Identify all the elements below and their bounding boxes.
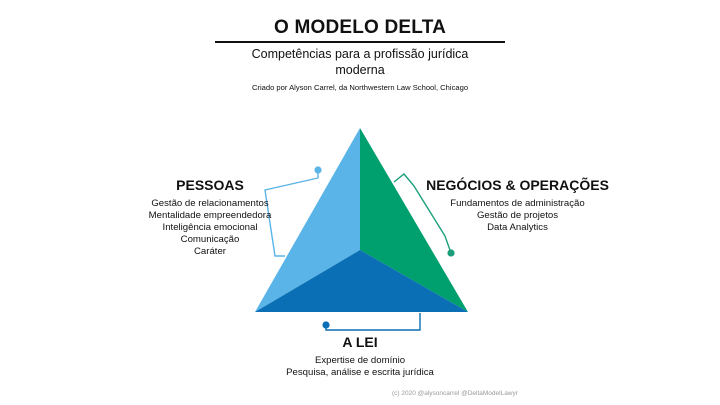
law-section-title: A LEI xyxy=(342,334,378,350)
business-item: Fundamentos de administração xyxy=(450,198,585,209)
business-connector-dot xyxy=(447,249,455,257)
law-facet xyxy=(255,250,468,312)
people-item: Mentalidade empreendedora xyxy=(148,210,272,221)
business-item: Gestão de projetos xyxy=(476,210,559,221)
people-section-title: PESSOAS xyxy=(176,177,244,193)
title-underline xyxy=(215,41,505,43)
diagram-subtitle: Competências para a profissão jurídica m… xyxy=(251,47,469,77)
credit-line: Criado por Alyson Carrel, da Northwester… xyxy=(251,83,469,92)
people-competency-list: Gestão de relacionamentos Mentalidade em… xyxy=(125,198,295,258)
business-connector-line xyxy=(393,173,452,254)
diagram-title: O MODELO DELTA xyxy=(273,17,447,38)
people-item: Caráter xyxy=(194,246,226,257)
law-item: Pesquisa, análise e escrita jurídica xyxy=(286,367,434,378)
law-connector-line xyxy=(325,313,421,331)
law-item: Expertise de domínio xyxy=(314,355,406,366)
business-section-title: NEGÓCIOS & OPERAÇÕES xyxy=(426,177,609,193)
business-competency-list: Fundamentos de administração Gestão de p… xyxy=(420,198,615,234)
law-competency-list: Expertise de domínio Pesquisa, análise e… xyxy=(260,355,460,379)
law-connector-dot xyxy=(322,321,330,329)
people-connector-dot xyxy=(314,166,322,174)
copyright-notice: (c) 2020 @alysoncarrel @DeltaModelLawyr xyxy=(392,390,518,397)
people-item: Gestão de relacionamentos xyxy=(151,198,269,209)
business-item: Data Analytics xyxy=(487,222,548,233)
people-item: Comunicação xyxy=(180,234,240,245)
people-item: Inteligência emocional xyxy=(162,222,258,233)
business-facet xyxy=(360,128,468,312)
people-connector-line xyxy=(264,170,319,257)
people-facet xyxy=(255,128,360,312)
